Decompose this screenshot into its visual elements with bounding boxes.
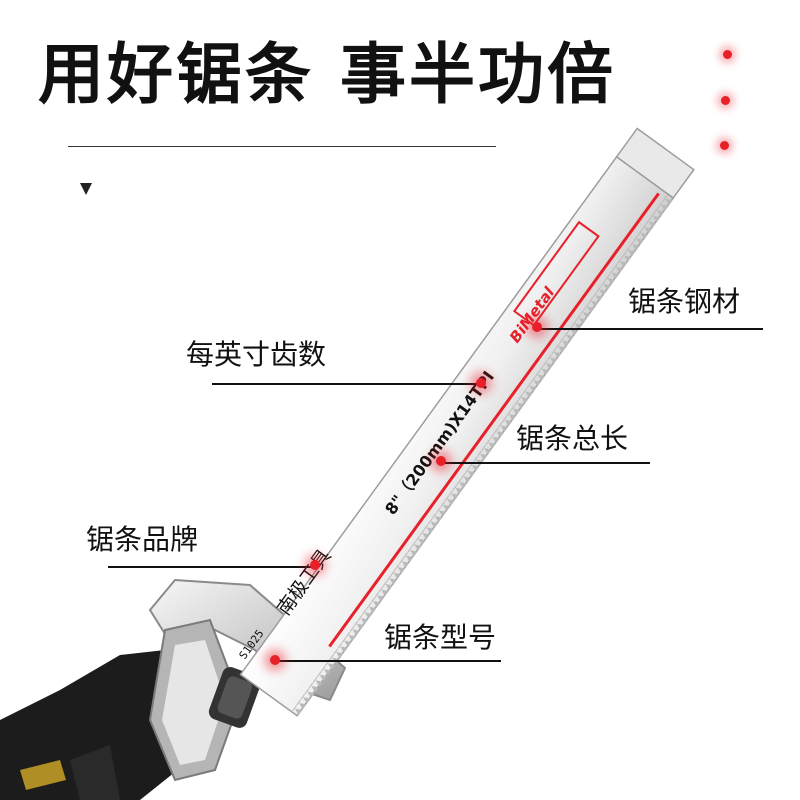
callout-tpi-line xyxy=(212,383,484,385)
callout-model-line xyxy=(276,660,501,662)
callout-length-marker xyxy=(436,456,446,466)
decorative-dot xyxy=(721,96,730,105)
down-arrow-icon xyxy=(80,183,92,195)
callout-brand-label: 锯条品牌 xyxy=(86,523,199,556)
callout-tpi-marker xyxy=(476,378,486,388)
callout-material-marker xyxy=(532,322,542,332)
callout-length-label: 锯条总长 xyxy=(516,422,629,455)
callout-material-line xyxy=(538,328,763,330)
headline-divider xyxy=(68,146,496,147)
callout-tpi-label: 每英寸齿数 xyxy=(186,338,327,371)
decorative-dot xyxy=(723,50,732,59)
callout-brand-line xyxy=(108,566,318,568)
callout-length-line xyxy=(440,462,650,464)
callout-brand-marker xyxy=(310,560,320,570)
tool-body xyxy=(0,650,200,800)
callout-model-label: 锯条型号 xyxy=(384,621,497,654)
callout-material-label: 锯条钢材 xyxy=(628,285,741,318)
headline: 用好锯条 事半功倍 xyxy=(38,36,616,113)
decorative-dot xyxy=(720,141,729,150)
saw-blade xyxy=(239,127,695,717)
callout-model-marker xyxy=(270,655,280,665)
